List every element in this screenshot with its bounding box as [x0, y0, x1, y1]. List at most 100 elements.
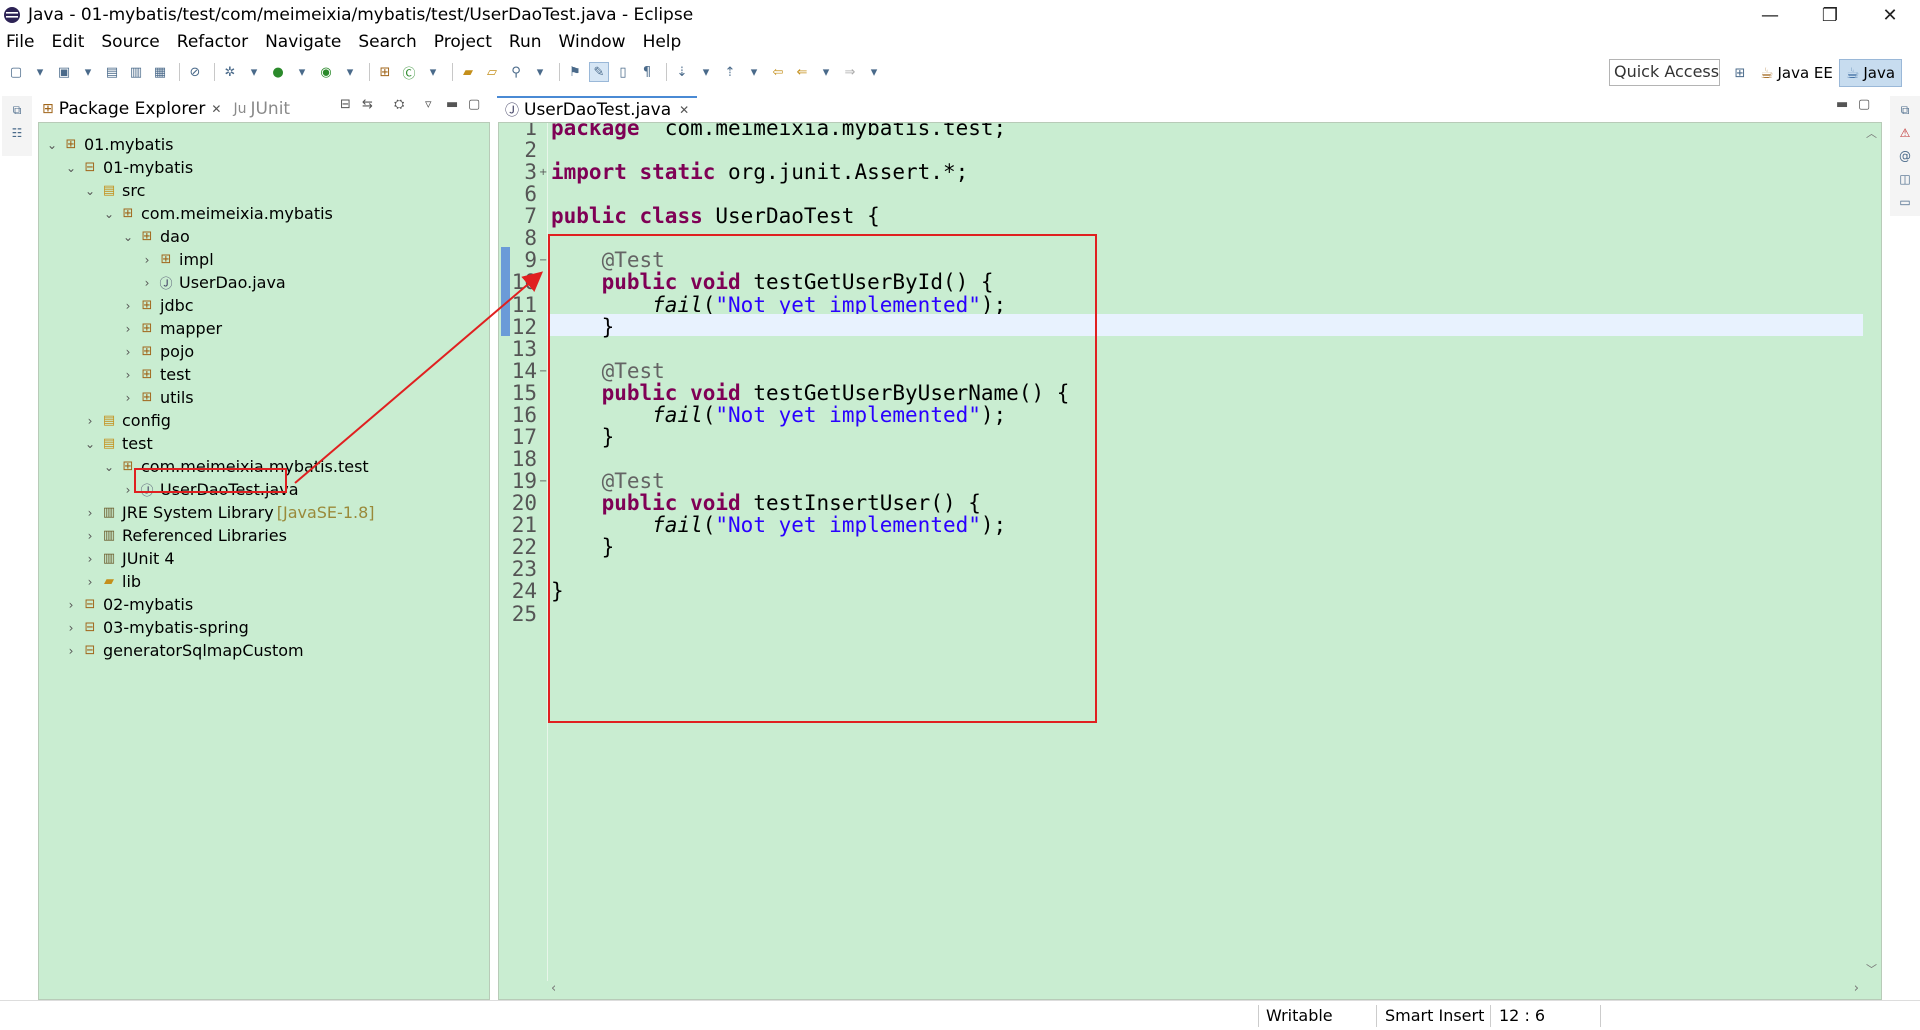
menu-run[interactable]: Run — [508, 32, 542, 52]
code-line[interactable]: fail("Not yet implemented"); — [551, 402, 1006, 429]
dropdown-arrow-icon[interactable]: ▾ — [250, 64, 258, 80]
menu-navigate[interactable]: Navigate — [265, 32, 342, 52]
code-line[interactable]: fail("Not yet implemented"); — [551, 292, 1006, 319]
expanded-twisty-icon[interactable]: ⌄ — [122, 229, 134, 244]
collapsed-twisty-icon[interactable]: › — [87, 505, 93, 520]
tree-item[interactable]: ›▥Referenced Libraries — [83, 524, 287, 547]
code-line[interactable]: } — [551, 424, 615, 451]
code-line[interactable]: public void testGetUserByUserName() { — [551, 380, 1070, 407]
collapsed-twisty-icon[interactable]: › — [144, 275, 150, 290]
expanded-twisty-icon[interactable]: ⌄ — [84, 183, 96, 198]
new-wizard-icon[interactable]: ▣ — [57, 64, 71, 80]
restore-view-icon[interactable]: ⧉ — [1900, 102, 1910, 117]
dropdown-arrow-icon[interactable]: ▾ — [84, 64, 92, 80]
toggle-block-selection-icon[interactable]: ▯ — [619, 64, 627, 80]
open-type-icon[interactable]: ▰ — [463, 64, 473, 80]
declaration-view-icon[interactable]: ◫ — [1899, 172, 1911, 186]
tree-item[interactable]: ›⊞pojo — [121, 340, 195, 363]
code-line[interactable]: } — [551, 534, 615, 561]
outline-view-icon[interactable]: ☷ — [11, 126, 23, 140]
code-line[interactable]: package com.meimeixia.mybatis.test; — [551, 123, 1006, 142]
collapsed-twisty-icon[interactable]: › — [125, 390, 131, 405]
dropdown-arrow-icon[interactable]: ▾ — [870, 64, 878, 80]
new-java-package-icon[interactable]: ⊞ — [379, 64, 391, 80]
tree-item[interactable]: ›⊟generatorSqlmapCustom — [64, 639, 304, 662]
tree-item[interactable]: ›⊞mapper — [121, 317, 223, 340]
scroll-up-icon[interactable]: ︿ — [1866, 127, 1877, 140]
tree-item[interactable]: ›⊟03-mybatis-spring — [64, 616, 249, 639]
menu-source[interactable]: Source — [101, 32, 160, 52]
scroll-left-icon[interactable]: ‹ — [551, 981, 557, 996]
collapse-all-icon[interactable]: ⊟ — [340, 97, 351, 112]
horizontal-scrollbar[interactable]: ‹ › — [547, 981, 1863, 999]
minimize-button[interactable]: — — [1761, 4, 1779, 26]
problems-view-icon[interactable]: ⚠ — [1899, 126, 1911, 140]
expanded-twisty-icon[interactable]: ⌄ — [46, 137, 58, 152]
tree-item[interactable]: ⌄⊞dao — [121, 225, 190, 248]
expanded-twisty-icon[interactable]: ⌄ — [103, 459, 115, 474]
code-line[interactable]: public void testInsertUser() { — [551, 490, 981, 517]
toggle-mark-occurrences-icon[interactable]: ⚑ — [569, 64, 581, 80]
view-menu-icon[interactable]: ▿ — [425, 97, 432, 112]
collapsed-twisty-icon[interactable]: › — [68, 620, 74, 635]
dropdown-arrow-icon[interactable]: ▾ — [36, 64, 44, 80]
tree-item[interactable]: ⌄▤src — [83, 179, 145, 202]
tree-item[interactable]: ›⊞test — [121, 363, 191, 386]
collapsed-twisty-icon[interactable]: › — [87, 413, 93, 428]
code-line[interactable]: } — [551, 314, 615, 341]
collapsed-twisty-icon[interactable]: › — [87, 551, 93, 566]
new-icon[interactable]: ▢ — [9, 64, 23, 80]
scroll-down-icon[interactable]: ﹀ — [1866, 963, 1877, 976]
code-line[interactable]: public void testGetUserById() { — [551, 269, 994, 296]
coverage-icon[interactable]: ◉ — [320, 64, 332, 80]
fold-collapse-icon[interactable]: − — [539, 365, 548, 377]
save-all-icon[interactable]: ▥ — [129, 64, 143, 80]
perspective-java[interactable]: ☕ Java — [1838, 59, 1903, 87]
restore-view-icon[interactable]: ⧉ — [12, 102, 22, 117]
code-line[interactable]: @Test — [551, 468, 665, 495]
tree-item[interactable]: ›▤config — [83, 409, 171, 432]
tree-item[interactable]: ⌄▤test — [83, 432, 153, 455]
expanded-twisty-icon[interactable]: ⌄ — [84, 436, 96, 451]
menu-help[interactable]: Help — [642, 32, 682, 52]
menu-project[interactable]: Project — [433, 32, 492, 52]
dropdown-arrow-icon[interactable]: ▾ — [750, 64, 758, 80]
dropdown-arrow-icon[interactable]: ▾ — [298, 64, 306, 80]
console-view-icon[interactable]: ▭ — [1899, 195, 1911, 209]
collapsed-twisty-icon[interactable]: › — [125, 298, 131, 313]
menu-edit[interactable]: Edit — [51, 32, 85, 52]
print-icon[interactable]: ▦ — [153, 64, 167, 80]
open-perspective-icon[interactable]: ⊞ — [1734, 65, 1746, 81]
tree-item[interactable]: ›⊞impl — [140, 248, 214, 271]
menu-search[interactable]: Search — [358, 32, 417, 52]
search-icon[interactable]: ⚲ — [511, 64, 521, 80]
code-line[interactable]: import static org.junit.Assert.*; — [551, 159, 968, 186]
quick-access-input[interactable]: Quick Access — [1609, 59, 1720, 86]
javadoc-view-icon[interactable]: @ — [1899, 149, 1911, 163]
next-annotation-icon[interactable]: ⇣ — [676, 64, 688, 80]
open-task-icon[interactable]: ▱ — [487, 64, 497, 80]
skip-breakpoints-icon[interactable]: ⊘ — [189, 64, 201, 80]
save-icon[interactable]: ▤ — [105, 64, 119, 80]
tab-package-explorer[interactable]: ⊞ Package Explorer ✕ — [36, 96, 227, 122]
collapsed-twisty-icon[interactable]: › — [87, 528, 93, 543]
dropdown-arrow-icon[interactable]: ▾ — [822, 64, 830, 80]
tree-item[interactable]: ›▰lib — [83, 570, 141, 593]
tree-item[interactable]: ›⊟02-mybatis — [64, 593, 194, 616]
tree-item[interactable]: ›▥JRE System Library[JavaSE-1.8] — [83, 501, 375, 524]
code-line[interactable]: public class UserDaoTest { — [551, 203, 880, 230]
fold-collapse-icon[interactable]: − — [539, 255, 548, 267]
fold-collapse-icon[interactable]: − — [539, 476, 548, 488]
collapsed-twisty-icon[interactable]: › — [125, 344, 131, 359]
collapsed-twisty-icon[interactable]: › — [125, 482, 131, 497]
debug-icon[interactable]: ✲ — [224, 64, 236, 80]
maximize-editor-icon[interactable]: ▢ — [1858, 97, 1871, 112]
link-with-editor-icon[interactable]: ⇆ — [362, 97, 373, 112]
collapsed-twisty-icon[interactable]: › — [68, 643, 74, 658]
dropdown-arrow-icon[interactable]: ▾ — [346, 64, 354, 80]
dropdown-arrow-icon[interactable]: ▾ — [702, 64, 710, 80]
back-icon[interactable]: ⇐ — [796, 64, 808, 80]
dropdown-arrow-icon[interactable]: ▾ — [536, 64, 544, 80]
